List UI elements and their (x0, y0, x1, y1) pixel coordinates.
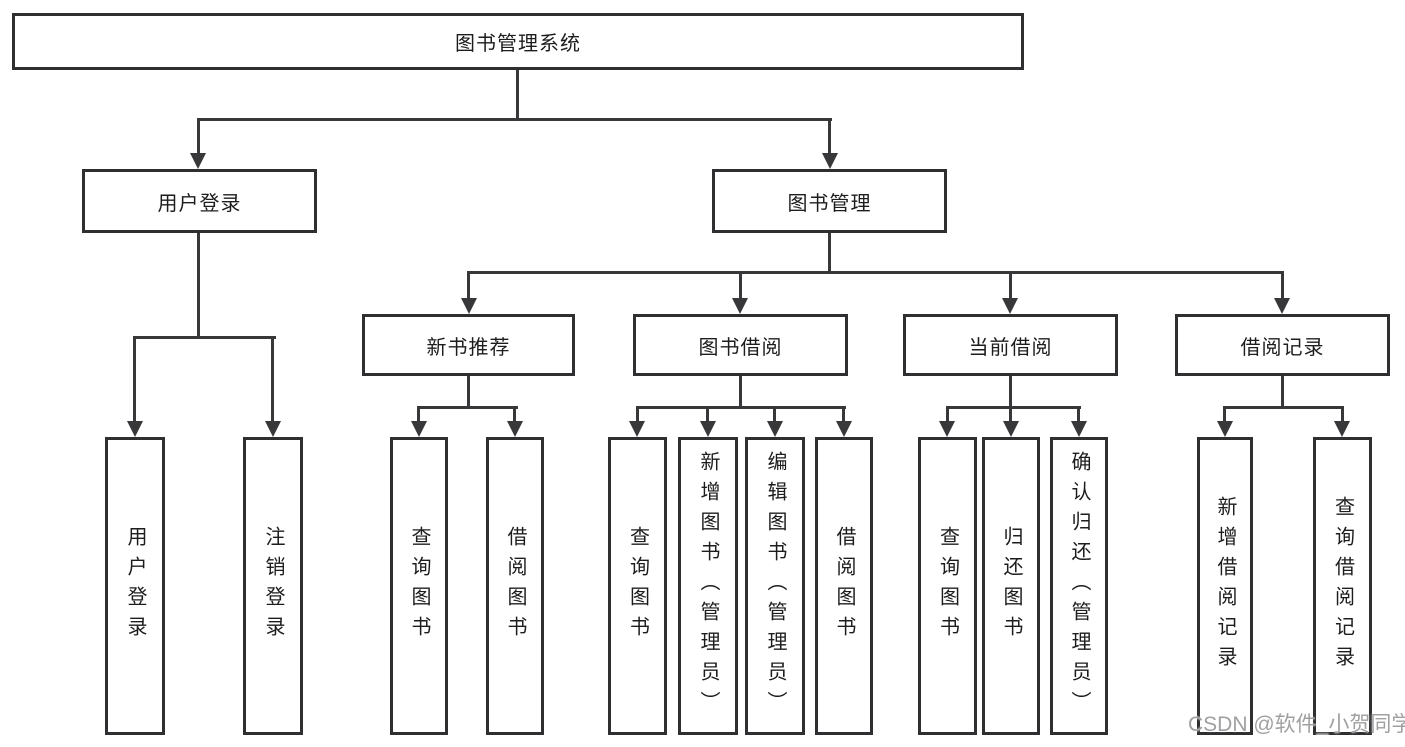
connector-arrowhead (411, 421, 427, 437)
connector-arrowhead (1071, 421, 1087, 437)
leaf-label: 用户登录 (124, 526, 146, 646)
connector-segment (133, 336, 276, 339)
leaf-label: 借阅图书 (833, 526, 855, 646)
connector-segment (197, 233, 200, 338)
connector-arrowhead (1003, 421, 1019, 437)
connector-segment (1009, 376, 1012, 409)
connector-arrowhead (767, 421, 783, 437)
connector-segment (467, 271, 470, 300)
connector-segment (1223, 406, 1226, 423)
connector-arrowhead (629, 421, 645, 437)
leaf-query-borrow-record: 查询借阅记录 (1313, 437, 1372, 735)
leaf-label: 确认归还（管理员） (1068, 451, 1090, 721)
connector-segment (636, 406, 639, 423)
leaf-logout: 注销登录 (243, 437, 303, 735)
leaf-add-book-admin: 新增图书（管理员） (678, 437, 738, 735)
connector-segment (1281, 376, 1284, 409)
connector-segment (513, 406, 516, 423)
leaf-query-books-borrowing: 查询图书 (608, 437, 667, 735)
connector-segment (1281, 271, 1284, 300)
node-book-borrowing: 图书借阅 (633, 314, 848, 376)
leaf-label: 编辑图书（管理员） (764, 451, 786, 721)
leaf-edit-book-admin: 编辑图书（管理员） (745, 437, 805, 735)
leaf-label: 查询图书 (626, 526, 649, 646)
connector-segment (946, 406, 1081, 409)
leaf-add-borrow-record: 新增借阅记录 (1197, 437, 1253, 735)
connector-segment (417, 406, 420, 423)
leaf-borrow-books-borrowing: 借阅图书 (815, 437, 873, 735)
node-user-login: 用户登录 (82, 169, 317, 233)
leaf-label: 借阅图书 (504, 526, 526, 646)
connector-arrowhead (265, 421, 281, 437)
connector-arrowhead (190, 153, 206, 169)
connector-segment (739, 376, 742, 409)
node-new-book-recommendation: 新书推荐 (362, 314, 575, 376)
connector-segment (828, 118, 831, 155)
connector-arrowhead (700, 421, 716, 437)
leaf-label: 新增借阅记录 (1214, 496, 1236, 676)
connector-arrowhead (939, 421, 955, 437)
node-borrowing-records: 借阅记录 (1175, 314, 1390, 376)
connector-arrowhead (1334, 421, 1350, 437)
node-root: 图书管理系统 (12, 13, 1024, 70)
connector-segment (706, 406, 709, 423)
connector-segment (133, 336, 136, 423)
connector-arrowhead (461, 298, 477, 314)
connector-segment (842, 406, 845, 423)
connector-segment (1077, 406, 1080, 423)
connector-segment (636, 406, 846, 409)
connector-segment (739, 271, 742, 300)
leaf-user-login: 用户登录 (105, 437, 165, 735)
connector-segment (467, 376, 470, 409)
connector-arrowhead (732, 298, 748, 314)
connector-segment (516, 70, 519, 120)
leaf-confirm-return-admin: 确认归还（管理员） (1050, 437, 1108, 735)
connector-segment (1223, 406, 1344, 409)
connector-arrowhead (822, 153, 838, 169)
connector-arrowhead (836, 421, 852, 437)
watermark: CSDN @软件_小贺同学 (1188, 713, 1405, 736)
leaf-label: 归还图书 (1000, 526, 1022, 646)
connector-segment (946, 406, 949, 423)
leaf-label: 注销登录 (262, 526, 284, 646)
leaf-query-books-recommend: 查询图书 (390, 437, 448, 735)
connector-segment (417, 406, 518, 409)
leaf-query-books-current: 查询图书 (918, 437, 977, 735)
leaf-label: 查询图书 (408, 526, 430, 646)
leaf-borrow-books-recommend: 借阅图书 (486, 437, 544, 735)
leaf-label: 新增图书（管理员） (697, 451, 719, 721)
connector-segment (271, 336, 274, 423)
connector-arrowhead (1217, 421, 1233, 437)
leaf-return-books: 归还图书 (982, 437, 1040, 735)
node-book-management: 图书管理 (712, 169, 947, 233)
node-current-borrowing: 当前借阅 (903, 314, 1118, 376)
connector-segment (197, 118, 200, 155)
connector-segment (1341, 406, 1344, 423)
connector-segment (773, 406, 776, 423)
connector-segment (1009, 271, 1012, 300)
leaf-label: 查询图书 (936, 526, 959, 646)
connector-segment (828, 233, 831, 274)
connector-arrowhead (507, 421, 523, 437)
leaf-label: 查询借阅记录 (1331, 496, 1354, 676)
connector-segment (1009, 406, 1012, 423)
connector-arrowhead (1274, 298, 1290, 314)
connector-arrowhead (1002, 298, 1018, 314)
connector-arrowhead (127, 421, 143, 437)
connector-segment (467, 271, 1284, 274)
connector-segment (197, 118, 832, 121)
